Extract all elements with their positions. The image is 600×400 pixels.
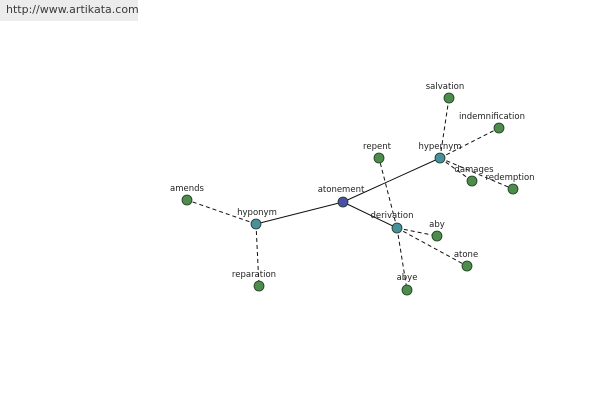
edge-hyponym-amends (186, 199, 257, 225)
node-dot-salvation[interactable] (443, 92, 455, 104)
edge-hypernym-salvation (439, 97, 450, 159)
node-label-abye[interactable]: abye (397, 273, 418, 283)
node-dot-indemnification[interactable] (493, 122, 505, 134)
node-label-salvation[interactable]: salvation (426, 82, 465, 92)
node-dot-abye[interactable] (401, 284, 413, 296)
node-amends[interactable]: amends (170, 184, 205, 206)
node-salvation[interactable]: salvation (426, 82, 465, 104)
edge-derivation-abye (396, 227, 408, 291)
node-label-indemnification[interactable]: indemnification (459, 112, 525, 122)
node-dot-redemption[interactable] (507, 183, 519, 195)
node-atone[interactable]: atone (454, 250, 478, 272)
node-dot-aby[interactable] (431, 230, 443, 242)
node-dot-hyponym[interactable] (250, 218, 262, 230)
node-label-aby[interactable]: aby (429, 220, 445, 230)
node-hypernym[interactable]: hypernym (418, 142, 462, 164)
graph-edges (186, 97, 514, 291)
node-label-repent[interactable]: repent (363, 142, 392, 152)
node-dot-hypernym[interactable] (434, 152, 446, 164)
node-label-damages[interactable]: damages (454, 165, 494, 175)
node-label-atonement[interactable]: atonement (318, 185, 365, 195)
node-dot-atonement[interactable] (337, 196, 349, 208)
node-aby[interactable]: aby (429, 220, 445, 242)
node-indemnification[interactable]: indemnification (459, 112, 525, 134)
node-atonement[interactable]: atonement (318, 185, 365, 208)
node-dot-amends[interactable] (181, 194, 193, 206)
node-dot-atone[interactable] (461, 260, 473, 272)
node-abye[interactable]: abye (397, 273, 418, 296)
node-reparation[interactable]: reparation (232, 270, 276, 292)
edge-atonement-hypernym (342, 157, 441, 203)
node-label-amends[interactable]: amends (170, 184, 205, 194)
edge-atonement-derivation (342, 201, 398, 229)
node-label-atone[interactable]: atone (454, 250, 478, 260)
url-bar: http://www.artikata.com (0, 0, 139, 21)
node-dot-repent[interactable] (373, 152, 385, 164)
node-hyponym[interactable]: hyponym (237, 208, 277, 230)
graph-nodes: amends reparation salvation indemnification… (170, 82, 535, 296)
node-dot-derivation[interactable] (391, 222, 403, 234)
node-repent[interactable]: repent (363, 142, 392, 164)
node-dot-reparation[interactable] (253, 280, 265, 292)
edge-atonement-hyponym (255, 201, 344, 225)
node-damages[interactable]: damages (454, 165, 494, 187)
edge-derivation-repent (378, 157, 398, 229)
site-url-link[interactable]: http://www.artikata.com (6, 3, 139, 16)
edge-hypernym-redemption (439, 157, 514, 190)
node-label-reparation[interactable]: reparation (232, 270, 276, 280)
edge-hyponym-reparation (255, 223, 260, 287)
node-dot-damages[interactable] (466, 175, 478, 187)
node-label-hyponym[interactable]: hyponym (237, 208, 277, 218)
node-label-redemption[interactable]: redemption (485, 173, 534, 183)
node-derivation[interactable]: derivation (370, 211, 414, 234)
node-label-hypernym[interactable]: hypernym (418, 142, 461, 152)
node-label-derivation[interactable]: derivation (370, 211, 413, 221)
edge-derivation-atone (396, 227, 468, 267)
node-redemption[interactable]: redemption (485, 173, 535, 195)
